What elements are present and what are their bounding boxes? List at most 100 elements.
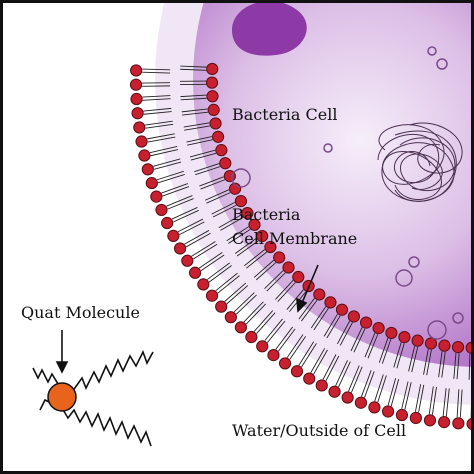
lipid-tail xyxy=(253,259,274,278)
vesicle xyxy=(231,168,251,188)
quat-head xyxy=(47,382,77,412)
lipid-tail xyxy=(428,386,434,415)
outer-lipid-head xyxy=(409,411,422,425)
vesicles xyxy=(231,46,464,340)
inner-lipid-head xyxy=(451,340,465,354)
outer-lipid-head xyxy=(315,379,328,392)
quat-arrow-head xyxy=(55,361,69,374)
lipid-tail xyxy=(180,94,207,98)
lipid-tail xyxy=(323,313,338,337)
lipid-tail xyxy=(185,232,211,248)
lipid-tail xyxy=(220,217,244,231)
inner-lipid-head xyxy=(209,117,222,130)
lipid-tail xyxy=(166,195,193,207)
outer-lipid-head xyxy=(167,229,180,242)
inner-lipid-head xyxy=(313,288,326,301)
outer-lipid-head xyxy=(245,330,258,344)
outer-lipid-head xyxy=(381,405,395,418)
lipid-tail xyxy=(143,111,172,115)
lipid-tail xyxy=(157,173,185,184)
lipid-tail xyxy=(253,310,274,332)
lipid-tail xyxy=(145,123,174,129)
lipid-tail xyxy=(411,346,419,373)
lipid-tail xyxy=(182,111,208,116)
lipid-tail xyxy=(200,254,225,272)
inner-lipid-head xyxy=(212,130,225,143)
lipid-tail xyxy=(156,170,184,181)
membrane-label-line2: Cell Membrane xyxy=(232,229,357,248)
outer-lipid-head xyxy=(129,78,143,91)
lipid-tail xyxy=(173,209,199,223)
inner-lipid-head xyxy=(273,251,286,264)
lipid-tail xyxy=(235,294,257,315)
lipid-tail xyxy=(310,306,327,329)
outside-label: Water/Outside of Cell xyxy=(232,421,406,440)
outer-lipid-head xyxy=(256,340,269,353)
lipid-tail xyxy=(184,230,210,245)
lipid-tail xyxy=(204,189,230,201)
lipid-tail xyxy=(364,371,375,398)
lipid-tail xyxy=(147,133,175,140)
vesicle xyxy=(436,58,448,70)
lipid-tail xyxy=(177,218,204,233)
quat-molecule xyxy=(32,349,154,447)
lipid-tail xyxy=(144,120,173,126)
inner-lipid-head xyxy=(264,240,277,254)
vesicle xyxy=(395,269,413,287)
outer-lipid-head xyxy=(452,417,465,430)
outer-lipid-head xyxy=(303,372,316,385)
lipid-tail xyxy=(266,272,286,292)
lipid-tail xyxy=(353,328,366,353)
lipid-tail xyxy=(142,68,171,71)
outer-lipid-head xyxy=(290,365,304,378)
lipid-tail xyxy=(275,326,293,350)
lipid-tail xyxy=(183,122,210,128)
inner-lipid-head xyxy=(206,90,219,103)
inner-lipid-head xyxy=(411,334,424,347)
lipid-tail xyxy=(212,204,237,218)
lipid-tail xyxy=(339,322,353,346)
lipid-tail xyxy=(233,292,255,313)
lipid-tail xyxy=(243,301,264,323)
lipid-tail xyxy=(180,97,207,101)
lipid-tail xyxy=(396,343,405,369)
lipid-tail xyxy=(414,384,422,412)
lipid-tail xyxy=(348,365,360,392)
lipid-tail xyxy=(387,378,397,406)
lipid-tail xyxy=(142,98,171,101)
outer-lipid-head xyxy=(205,289,219,302)
lipid-tail xyxy=(301,299,318,322)
lipid-tail xyxy=(217,275,240,294)
lipid-tail xyxy=(286,289,304,310)
lipid-tail xyxy=(326,315,341,339)
lipid-tail xyxy=(256,312,276,334)
inner-lipid-head xyxy=(347,310,360,323)
vesicle xyxy=(452,312,464,324)
lipid-tail xyxy=(226,226,249,242)
inner-lipid-head xyxy=(206,62,219,76)
lipid-tail xyxy=(441,351,446,378)
outer-lipid-head xyxy=(161,216,174,230)
lipid-tail xyxy=(193,243,218,260)
inner-lipid-head xyxy=(335,303,349,316)
lipid-tail xyxy=(147,136,176,143)
lipid-tail xyxy=(206,262,230,280)
lipid-tail xyxy=(142,95,171,98)
lipid-tail xyxy=(244,249,265,267)
lipid-tail xyxy=(264,270,284,290)
outer-lipid-head xyxy=(267,348,280,362)
lipid-tail xyxy=(361,370,372,397)
lipid-tail xyxy=(224,282,247,302)
outer-lipid-head xyxy=(438,416,451,429)
quat-tail xyxy=(61,407,152,447)
lipid-tail xyxy=(426,349,432,376)
lipid-tail xyxy=(390,379,400,407)
lipid-tail xyxy=(459,389,463,418)
lipid-tail xyxy=(286,334,304,358)
lipid-tail xyxy=(322,354,337,380)
lipid-tail xyxy=(275,280,294,300)
lipid-tail xyxy=(418,384,425,413)
